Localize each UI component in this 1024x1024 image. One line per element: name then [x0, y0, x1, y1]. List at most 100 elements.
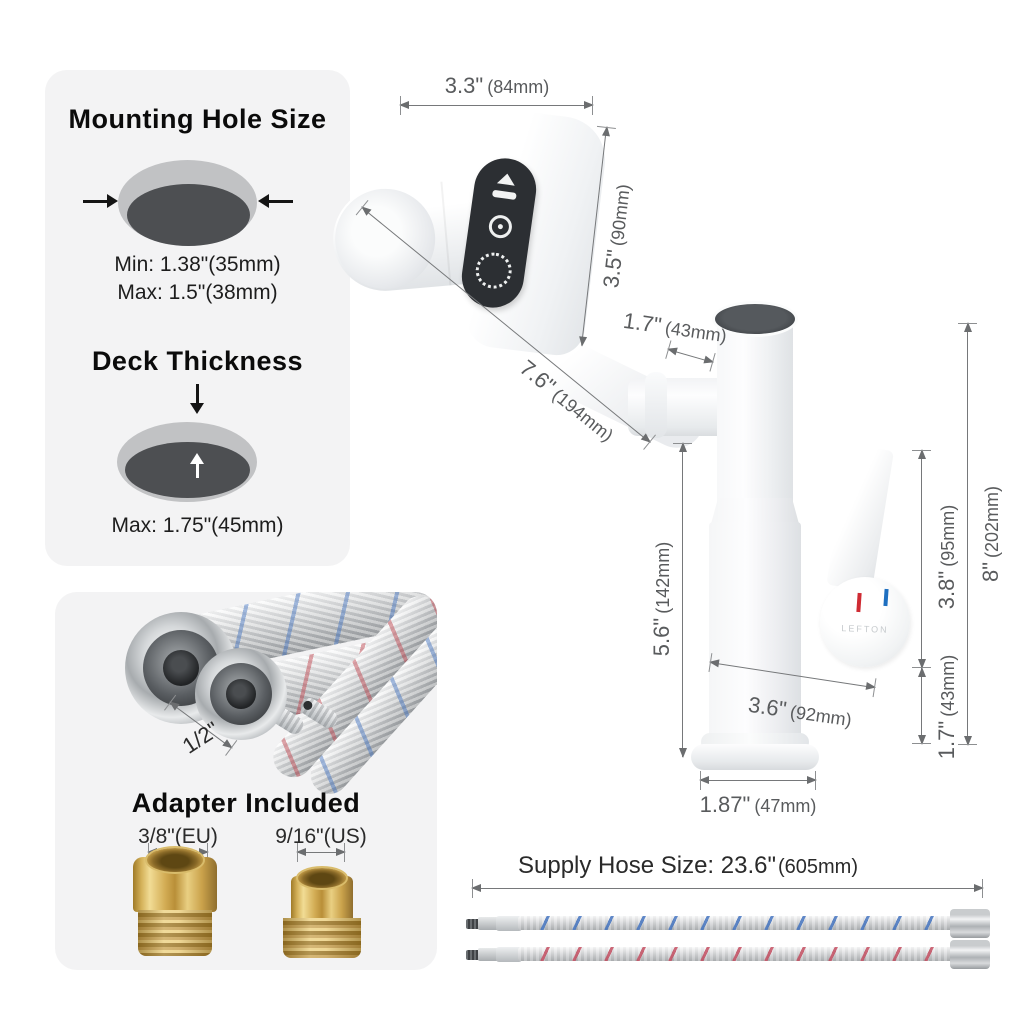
- hose-nut-2: [195, 648, 287, 740]
- adapter-us-threads: [283, 918, 361, 958]
- tick-start: [148, 843, 149, 862]
- dim-value: 3/8"(EU): [138, 825, 218, 848]
- mounting-max: Max: 1.5"(38mm): [117, 281, 278, 304]
- dim-line-spout-offset: [665, 340, 716, 372]
- arrow-up-icon: [190, 453, 204, 464]
- faucet-body-taper: [711, 498, 799, 524]
- dim-handle-height: 3.8" (95mm): [934, 505, 960, 609]
- mounting-panel: Mounting Hole Size Min: 1.38"(35mm) Max:…: [45, 70, 350, 566]
- dim-value: 3.5": [598, 248, 628, 290]
- arrow-left-line: [83, 200, 107, 203]
- arrowhead-end-icon: [336, 848, 346, 856]
- spray-dots-icon: [473, 250, 515, 291]
- dim-spout-width: 3.3"(84mm): [445, 73, 549, 99]
- dim-value: 3.8": [934, 570, 959, 610]
- arrowhead-end-icon: [199, 848, 209, 856]
- dim-line: [297, 852, 345, 853]
- dim-body-height: 5.6" (142mm): [649, 542, 675, 656]
- dim-line: [921, 450, 922, 668]
- brand-logo: LEFTON: [841, 623, 889, 635]
- dim-line: [967, 323, 968, 745]
- dim-value: 1.7": [621, 307, 664, 338]
- arrowhead-start-icon: [918, 667, 926, 677]
- adapter-title: Adapter Included: [131, 788, 361, 818]
- dim-head-height: 3.5"(90mm): [598, 183, 636, 290]
- dim-line: [682, 443, 683, 757]
- dim-line: [921, 668, 922, 744]
- hot-indicator-icon: [856, 592, 862, 613]
- dim-unit-mm: (43mm): [938, 654, 958, 717]
- dim-unit-mm: (43mm): [663, 317, 728, 347]
- dim-unit-mm: (47mm): [754, 796, 817, 816]
- mounting-title: Mounting Hole Size: [68, 104, 327, 134]
- dim-unit-mm: (95mm): [938, 504, 958, 567]
- stream-bar-icon: [491, 189, 517, 201]
- mounting-min: Min: 1.38"(35mm): [114, 253, 281, 276]
- supply-hose-hot: [518, 947, 954, 961]
- tick-start: [673, 443, 692, 444]
- power-button-icon: [486, 213, 513, 240]
- arrowhead-end-icon: [807, 776, 817, 784]
- supply-hose-hot-tip: [466, 950, 480, 960]
- supply-hose-cold: [518, 916, 954, 930]
- dim-line: [472, 888, 983, 889]
- adapter-us-label: 9/16"(US): [275, 825, 367, 849]
- arrowhead-end-icon: [584, 101, 594, 109]
- arrow-right-line: [269, 200, 293, 203]
- dim-total-height: 8" (202mm): [978, 486, 1004, 582]
- arrow-left-icon: [258, 194, 269, 208]
- deck-max: Max: 1.75"(45mm): [111, 514, 284, 537]
- tick-end: [815, 771, 816, 790]
- deck-arrow-line: [196, 384, 199, 404]
- arrowhead-start-icon: [399, 101, 409, 109]
- supply-hose-hot-nut: [950, 940, 990, 969]
- cold-indicator-icon: [883, 588, 889, 607]
- deck-hole-dark: [125, 442, 250, 498]
- dim-lower-height: 1.7" (43mm): [934, 655, 960, 759]
- dim-value: 9/16"(US): [275, 825, 367, 848]
- arrowhead-start-icon: [296, 848, 306, 856]
- tick-end: [592, 96, 593, 115]
- adapter-eu-label: 3/8"(EU): [138, 825, 218, 849]
- supply-hose-hot-ferrule: [496, 947, 522, 962]
- tick-start: [400, 96, 401, 115]
- supply-label-mm: (605mm): [777, 856, 859, 878]
- faucet-handle-cap: LEFTON: [820, 577, 910, 667]
- arrowhead-end-icon: [679, 748, 687, 758]
- hoses-photo: 1/2": [55, 592, 437, 802]
- arrow-right-icon: [107, 194, 118, 208]
- arrowhead-end-icon: [578, 336, 588, 348]
- faucet-top-opening: [715, 304, 795, 334]
- tick-start: [472, 879, 473, 898]
- tick-end: [912, 743, 931, 744]
- mounting-hole-dark: [127, 184, 250, 246]
- tick-start: [912, 450, 931, 451]
- dim-value: 1.7": [934, 720, 959, 760]
- faucet-collar: [645, 372, 667, 438]
- tick-start: [958, 323, 977, 324]
- tick-end: [344, 843, 345, 862]
- arrow-down-icon: [190, 403, 204, 414]
- stream-up-icon: [496, 172, 517, 186]
- arrowhead-start-icon: [471, 884, 481, 892]
- arrowhead-end-icon: [974, 884, 984, 892]
- supply-hose-hot-collar: [478, 948, 498, 961]
- supply-hose-cold-ferrule: [496, 916, 522, 931]
- adapter-us-opening: [298, 868, 346, 888]
- dim-unit-mm: (142mm): [653, 541, 673, 614]
- dim-unit-mm: (202mm): [982, 485, 1002, 558]
- faucet-handle-lever: [826, 444, 894, 592]
- tick-start: [700, 771, 701, 790]
- tick-end: [958, 744, 977, 745]
- dim-spout-offset: 1.7"(43mm): [621, 308, 728, 348]
- adapter-eu-opening: [147, 848, 203, 872]
- dim-value: 1.87": [699, 792, 751, 817]
- tick-end: [982, 879, 983, 898]
- dim-value: 8": [978, 561, 1003, 583]
- supply-label-text: Supply Hose Size: 23.6": [517, 852, 776, 879]
- dim-value: 5.6": [649, 617, 674, 657]
- dim-value: 3.6": [746, 691, 789, 722]
- supply-hose-label: Supply Hose Size: 23.6"(605mm): [518, 852, 858, 880]
- deck-title: Deck Thickness: [91, 346, 304, 376]
